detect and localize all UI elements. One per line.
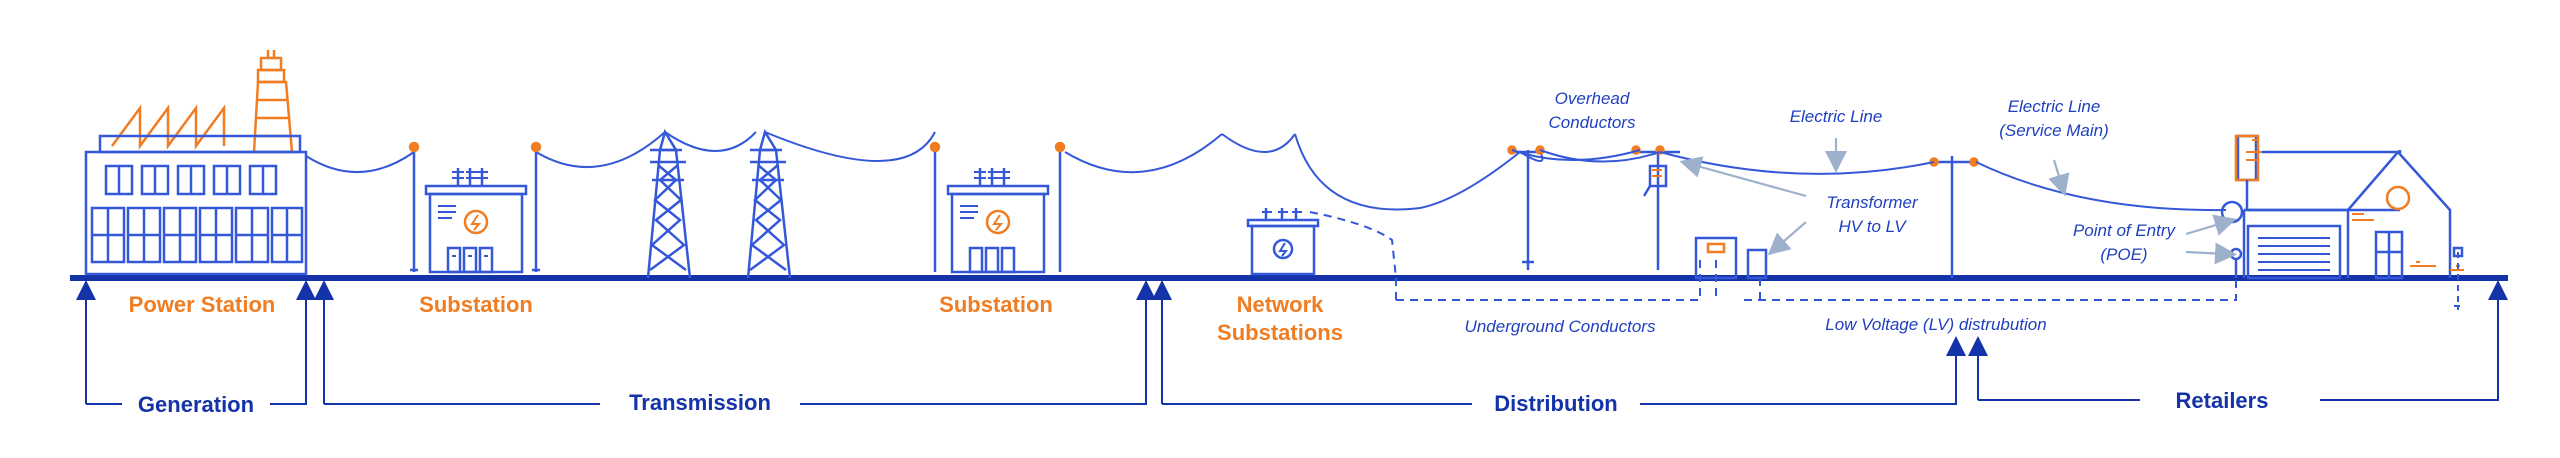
substation-icon <box>929 141 1066 274</box>
substation-2-label: Substation <box>939 292 1053 317</box>
network-substations-label-line2: Substations <box>1217 320 1343 345</box>
annotation-arrows <box>1679 138 2237 265</box>
overhead-conductors-label-line2: Conductors <box>1549 113 1636 132</box>
transformer-label-line1: Transformer <box>1826 193 1919 212</box>
point-of-entry-label-line2: (POE) <box>2100 245 2147 264</box>
lv-distribution-label: Low Voltage (LV) distrubution <box>1825 315 2046 334</box>
stage-retailers-label: Retailers <box>2176 388 2269 413</box>
power-station-icon <box>84 50 308 276</box>
point-of-entry-label-line1: Point of Entry <box>2073 221 2177 240</box>
stage-transmission-label: Transmission <box>629 390 771 415</box>
overhead-conductors-label-line1: Overhead <box>1555 89 1630 108</box>
pillar-box-icon <box>1395 236 2237 301</box>
distribution-pole-icon <box>1631 145 1680 270</box>
transformer-label-line2: HV to LV <box>1838 217 1907 236</box>
transmission-tower-icon <box>646 128 692 279</box>
lv-pole-icon <box>1929 156 1979 278</box>
stage-distribution-label: Distribution <box>1494 391 1617 416</box>
network-substation-icon <box>1246 208 1397 279</box>
transmission-tower-icon <box>746 128 792 279</box>
electric-line-service-label-line2: (Service Main) <box>1999 121 2109 140</box>
electric-line-service-label-line1: Electric Line <box>2008 97 2101 116</box>
substation-1-label: Substation <box>419 292 533 317</box>
stage-brackets <box>76 280 2508 405</box>
power-station-label: Power Station <box>129 292 276 317</box>
stage-generation-label: Generation <box>138 392 254 417</box>
network-substations-label-line1: Network <box>1237 292 1325 317</box>
distribution-pole-icon <box>1507 145 1545 270</box>
substation-icon <box>408 141 542 274</box>
electric-line-label: Electric Line <box>1790 107 1883 126</box>
underground-conductors-label: Underground Conductors <box>1465 317 1656 336</box>
transmission-wires <box>305 131 1544 211</box>
house-icon <box>2220 134 2464 310</box>
